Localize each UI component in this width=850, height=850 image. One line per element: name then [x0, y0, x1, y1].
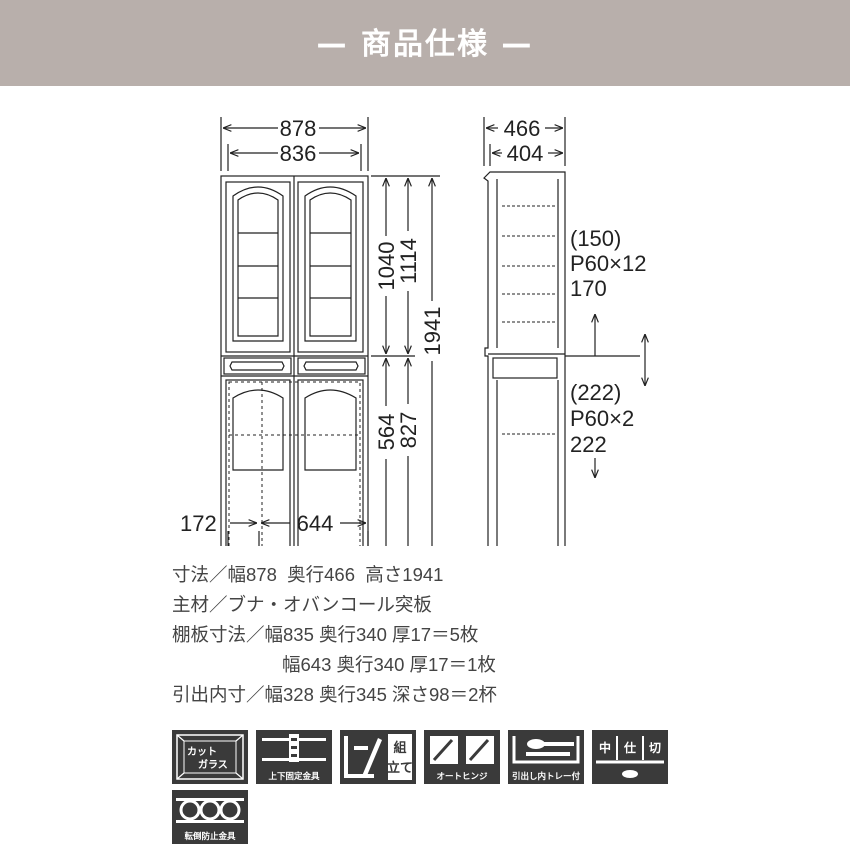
fixing-hardware-label: 上下固定金具 — [268, 772, 320, 782]
spec-shelf-1: 棚板寸法／幅835 奥行340 厚17＝5枚 — [172, 624, 479, 645]
upper-shelf-note-1: (150) — [570, 226, 621, 251]
page-title: — 商品仕様 — — [316, 27, 534, 62]
cut-glass-label-bottom: ガラス — [198, 758, 228, 771]
anti-tip-label: 転倒防止金具 — [184, 832, 236, 842]
upper-shelf-note-3: 170 — [570, 276, 607, 301]
spec-material: 主材／ブナ・オバンコール突板 — [172, 594, 432, 615]
dim-depth-inner: 404 — [507, 141, 544, 166]
side-view — [483, 171, 566, 546]
cut-glass-icon: カット ガラス — [172, 730, 248, 784]
dim-width-inner: 836 — [280, 141, 317, 166]
dim-depth-outer: 466 — [504, 116, 541, 141]
feature-icons: カット ガラス 上下固定金具 組 立て — [172, 730, 692, 845]
partition-label-2: 仕 — [623, 740, 636, 755]
dim-bottom-left: 172 — [180, 511, 217, 536]
drawer-tray-icon: 引出し内トレー付 — [508, 730, 584, 784]
partition-label-1: 中 — [599, 740, 611, 755]
header-bar: — 商品仕様 — — [0, 0, 850, 86]
dim-height-lower-inner: 564 — [374, 414, 399, 451]
dim-bottom-right: 644 — [297, 511, 334, 536]
lower-shelf-note-1: (222) — [570, 380, 621, 405]
lower-shelf-note-2: P60×2 — [570, 406, 634, 431]
partition-label-3: 切 — [649, 741, 661, 755]
cut-glass-label-top: カット — [187, 746, 217, 758]
partition-icon: 中 仕 切 — [592, 730, 668, 784]
dim-width-outer: 878 — [280, 116, 317, 141]
spec-list: 寸法／幅878 奥行466 高さ1941 主材／ブナ・オバンコール突板 棚板寸法… — [172, 560, 732, 710]
drawer-tray-label: 引出し内トレー付 — [511, 772, 580, 782]
upper-shelf-note-2: P60×12 — [570, 251, 646, 276]
anti-tip-icon: 転倒防止金具 — [172, 790, 248, 844]
front-view — [220, 175, 369, 546]
auto-hinge-label: オートヒンジ — [436, 772, 488, 782]
dim-height-lower: 827 — [396, 412, 421, 449]
spec-shelf-2: 幅643 奥行340 厚17＝1枚 — [282, 654, 496, 675]
auto-hinge-icon: オートヒンジ — [424, 730, 500, 784]
dim-height-upper-inner: 1040 — [374, 242, 399, 291]
assembly-label-1: 組 — [393, 740, 406, 756]
fixing-hardware-icon: 上下固定金具 — [256, 730, 332, 784]
lower-shelf-note-3: 222 — [570, 432, 607, 457]
assembly-icon: 組 立て — [340, 730, 416, 784]
spec-drawer: 引出内寸／幅328 奥行345 深さ98＝2杯 — [172, 684, 497, 705]
technical-drawing: 878 836 1040 1114 1941 564 827 172 644 4… — [0, 86, 850, 546]
dim-height-total: 1941 — [420, 307, 445, 356]
dim-height-upper: 1114 — [396, 238, 421, 284]
assembly-label-2: 立て — [387, 760, 413, 776]
drawing-svg: 878 836 1040 1114 1941 564 827 172 644 4… — [180, 116, 850, 546]
spec-dimensions: 寸法／幅878 奥行466 高さ1941 — [172, 564, 444, 585]
